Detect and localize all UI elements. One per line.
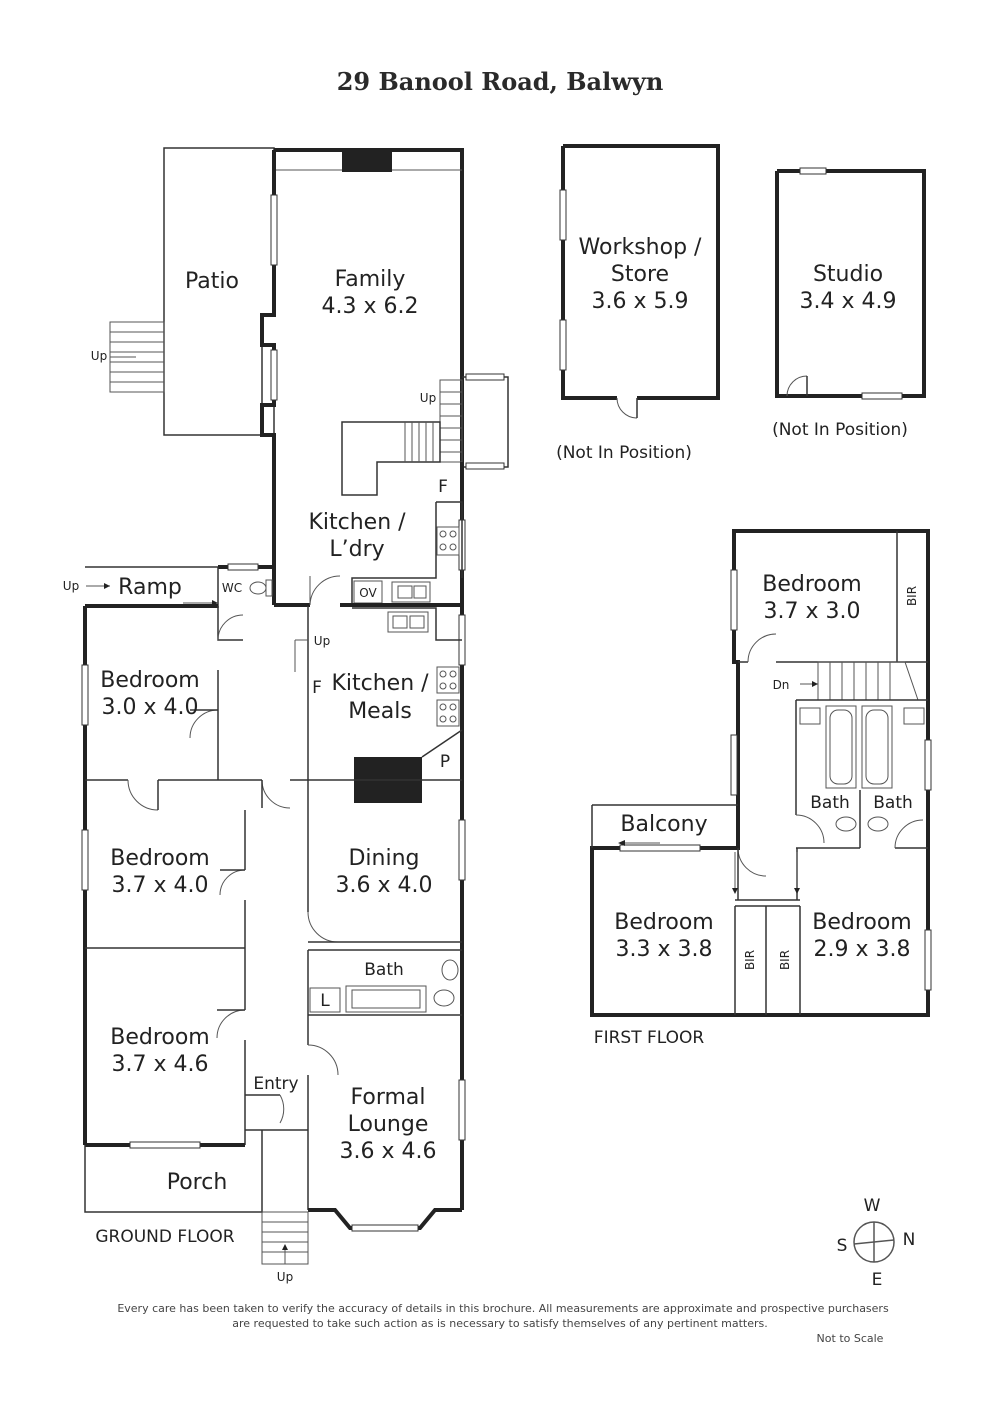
workshop-store: Workshop / Store 3.6 x 5.9 (Not In Posit… [556,144,720,463]
workshop-label-1: Workshop / [579,235,703,260]
ff-bedroom-left-dimensions: 3.3 x 3.8 [616,937,713,962]
wc-label: WC [222,581,242,595]
studio-dimensions: 3.4 x 4.9 [800,289,897,314]
bedroom-b-label: Bedroom [110,846,210,871]
porch-stairs [261,1211,309,1265]
first-floor-label: FIRST FLOOR [594,1028,705,1048]
ff-balcony-label: Balcony [620,812,707,837]
workshop-label-2: Store [611,262,669,287]
bedroom-c-label: Bedroom [110,1025,210,1050]
workshop-dimensions: 3.6 x 5.9 [592,289,689,314]
fridge-label-1: F [438,477,448,497]
compass-n: N [903,1230,916,1250]
entry-label: Entry [253,1074,298,1094]
ff-bir-right: BIR [778,950,792,970]
family-dimensions: 4.3 x 6.2 [322,294,419,319]
first-floor-stairs [800,661,919,701]
pantry-label: P [440,752,450,772]
kitchen-ldry-label-2: L’dry [329,537,384,562]
workshop-note: (Not In Position) [556,443,692,463]
porch-label: Porch [167,1170,228,1195]
family-walls [274,148,464,462]
bedroom-b-dimensions: 3.7 x 4.0 [112,873,209,898]
up-label-ramp: Up [63,579,79,593]
disclaimer-line-2: are requested to take such action as is … [232,1317,768,1330]
bedroom-a-label: Bedroom [100,668,200,693]
family-fireplace [342,150,392,172]
studio: Studio 3.4 x 4.9 (Not In Position) [772,167,926,440]
family-label: Family [335,267,406,292]
ground-floor-label: GROUND FLOOR [95,1227,234,1247]
lounge-label-2: Lounge [348,1112,429,1137]
patio-label: Patio [185,269,239,294]
page-title: 29 Banool Road, Balwyn [337,67,664,96]
not-to-scale: Not to Scale [817,1332,884,1345]
linen-label: L [320,991,330,1011]
family-stairs [439,379,463,463]
ramp-label: Ramp [118,575,182,600]
kitchen-ldry-label-1: Kitchen / [308,510,406,535]
ff-bath-1: Bath [810,793,850,813]
up-label-family: Up [420,391,436,405]
dining-dimensions: 3.6 x 4.0 [336,873,433,898]
kitchen-meals-label-2: Meals [348,699,412,724]
compass-s: S [837,1236,848,1256]
compass-icon: W S N E [837,1196,916,1290]
dining-label: Dining [348,846,419,871]
ff-bir-top: BIR [905,586,919,606]
oven-label: OV [359,586,377,600]
ff-bath-2: Bath [873,793,913,813]
studio-label: Studio [813,262,883,287]
ff-bedroom-right-dimensions: 2.9 x 3.8 [814,937,911,962]
up-label-hall: Up [314,634,330,648]
ff-bedroom-left-label: Bedroom [614,910,714,935]
ff-down-label: Dn [773,678,790,692]
lounge-dimensions: 3.6 x 4.6 [340,1139,437,1164]
ground-floor-plan: Patio Family 4.3 x 6.2 Kitchen / L’dry F… [63,147,509,1284]
up-label-patio: Up [91,349,107,363]
ff-bedroom-top-dimensions: 3.7 x 3.0 [764,599,861,624]
lounge-label-1: Formal [350,1085,425,1110]
first-floor-plan: Bedroom 3.7 x 3.0 BIR Dn Bath Bath Balco… [590,529,932,1048]
ff-bedroom-top-label: Bedroom [762,572,862,597]
patio-stairs [109,321,165,393]
disclaimer-line-1: Every care has been taken to verify the … [117,1302,889,1315]
fridge-label-2: F [312,678,322,698]
compass-w: W [864,1196,881,1216]
compass-e: E [872,1270,883,1290]
kitchen-meals-label-1: Kitchen / [331,671,429,696]
ff-bir-left: BIR [743,950,757,970]
bedroom-a-dimensions: 3.0 x 4.0 [102,695,199,720]
ff-bedroom-right-label: Bedroom [812,910,912,935]
up-label-porch: Up [277,1270,293,1284]
studio-note: (Not In Position) [772,420,908,440]
bath-label: Bath [364,960,404,980]
bedroom-c-dimensions: 3.7 x 4.6 [112,1052,209,1077]
